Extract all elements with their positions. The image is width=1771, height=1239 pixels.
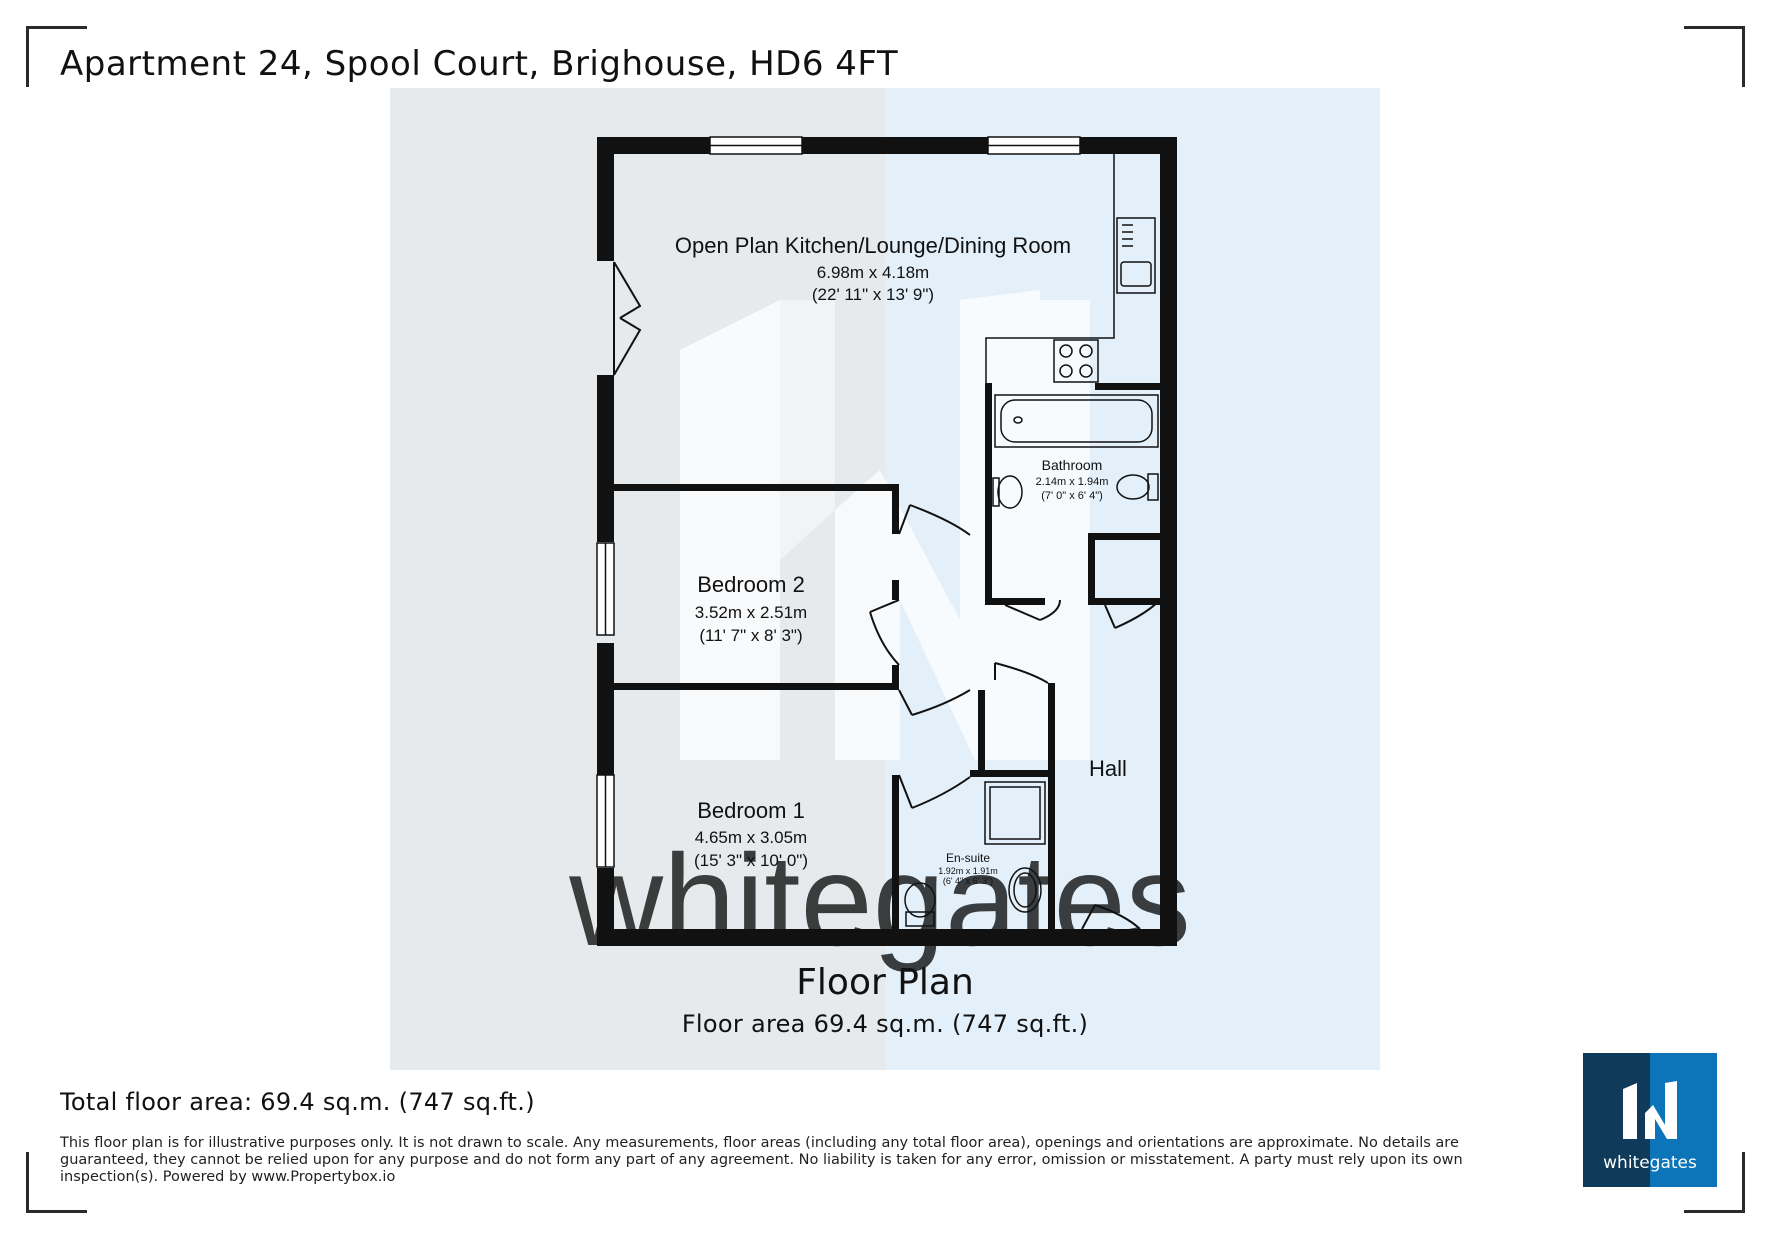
bathroom-imperial: (7' 0" x 6' 4") xyxy=(1041,490,1103,502)
bathroom-metric: 2.14m x 1.94m xyxy=(1036,476,1109,488)
kitchen-label: Open Plan Kitchen/Lounge/Dining Room xyxy=(675,233,1071,258)
logo-wordmark: whitegates xyxy=(1603,1153,1697,1173)
door-swings xyxy=(869,504,1161,930)
whitegates-logo-icon xyxy=(1623,1081,1677,1139)
room-labels: Open Plan Kitchen/Lounge/Dining Room 6.9… xyxy=(675,233,1127,886)
kitchen-metric: 6.98m x 4.18m xyxy=(817,263,929,282)
total-floor-area: Total floor area: 69.4 sq.m. (747 sq.ft.… xyxy=(60,1088,535,1116)
bedroom1-label: Bedroom 1 xyxy=(697,798,805,823)
corner-mark-top-left xyxy=(26,26,87,87)
hall-label: Hall xyxy=(1089,756,1127,781)
bedroom2-metric: 3.52m x 2.51m xyxy=(695,603,807,622)
windows xyxy=(596,136,1081,868)
corner-mark-top-right xyxy=(1684,26,1745,87)
bedroom2-label: Bedroom 2 xyxy=(697,572,805,597)
corner-mark-bottom-left xyxy=(26,1152,87,1213)
corner-mark-bottom-right xyxy=(1684,1152,1745,1213)
floor-plan-area: Floor area 69.4 sq.m. (747 sq.ft.) xyxy=(681,1010,1089,1038)
ensuite-imperial: (6' 4" x 6' 3") xyxy=(943,876,993,886)
ensuite-metric: 1.92m x 1.91m xyxy=(938,866,998,876)
floor-plan-title: Floor Plan xyxy=(796,962,974,1003)
ensuite-fixtures xyxy=(904,781,1046,927)
bathroom-label: Bathroom xyxy=(1042,457,1103,473)
bedroom2-imperial: (11' 7" x 8' 3") xyxy=(699,626,802,645)
bathroom-fixtures xyxy=(992,394,1159,509)
disclaimer-text: This floor plan is for illustrative purp… xyxy=(60,1135,1463,1185)
whitegates-logo: whitegates xyxy=(1583,1053,1717,1187)
interior-walls xyxy=(614,383,1160,929)
bedroom1-metric: 4.65m x 3.05m xyxy=(695,828,807,847)
ensuite-label: En-suite xyxy=(946,851,990,865)
bedroom1-imperial: (15' 3" x 10' 0") xyxy=(694,851,808,870)
balcony-door xyxy=(613,261,642,376)
kitchen-counters xyxy=(985,154,1156,383)
property-address: Apartment 24, Spool Court, Brighouse, HD… xyxy=(60,44,899,84)
watermark-text: whitegates xyxy=(568,827,1191,973)
kitchen-imperial: (22' 11" x 13' 9") xyxy=(812,285,934,304)
